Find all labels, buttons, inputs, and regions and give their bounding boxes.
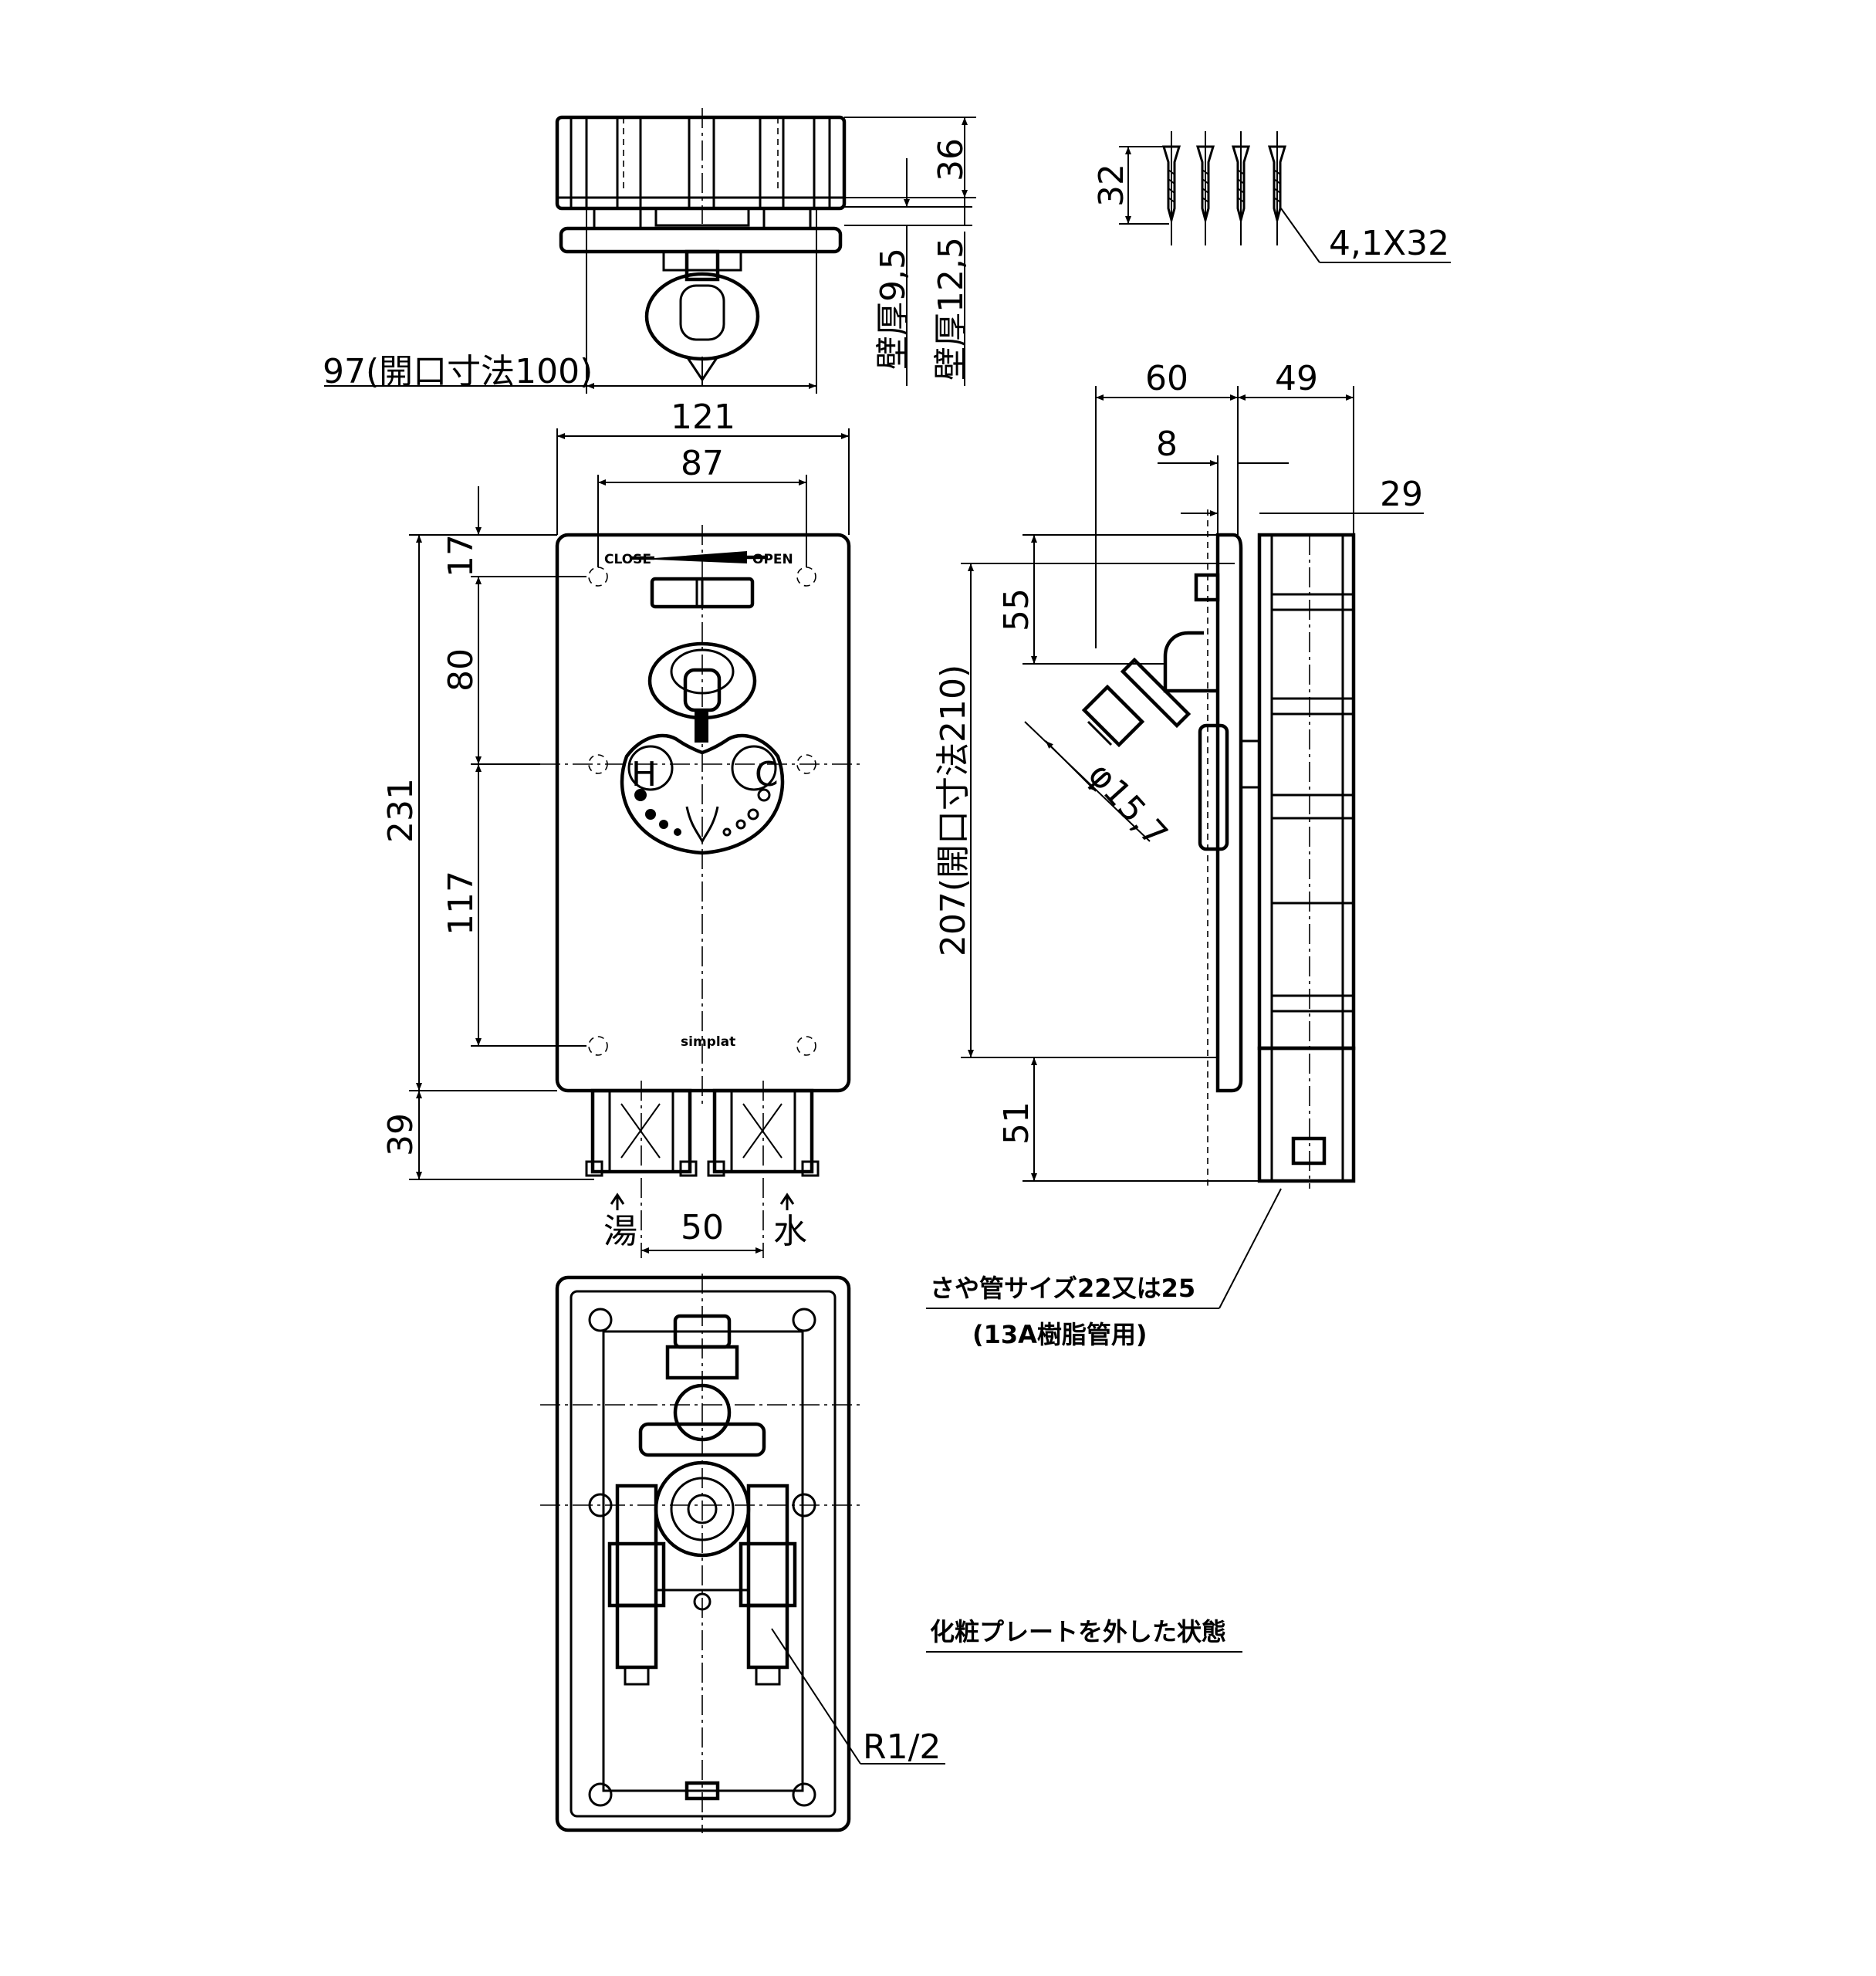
dim-117: 117	[441, 871, 481, 936]
rear-view	[540, 1274, 864, 1833]
dim-60: 60	[1145, 359, 1188, 398]
dim-17: 17	[441, 534, 481, 577]
hot-fitting	[585, 1081, 698, 1258]
note-resin-pipe: (13A樹脂管用)	[972, 1320, 1148, 1349]
dim-wall-12-5: 壁厚12,5	[931, 237, 971, 381]
brand-label: simplat	[681, 1034, 735, 1050]
dim-207: 207(開口寸法210)	[934, 665, 973, 956]
dim-51: 51	[997, 1101, 1036, 1145]
front-view-dimensions	[409, 428, 850, 1254]
top-view	[555, 108, 847, 386]
cold-label: 水	[773, 1212, 807, 1251]
screw-1	[1161, 131, 1181, 245]
side-view-dimensions	[926, 386, 1424, 1309]
top-view-dimensions	[324, 117, 976, 394]
note-plate-removed: 化粧プレートを外した状態	[930, 1617, 1226, 1646]
dim-231: 231	[381, 778, 421, 843]
open-label: OPEN	[752, 552, 793, 567]
hot-label: 湯	[603, 1212, 637, 1251]
dim-opening-97: 97(開口寸法100)	[323, 352, 593, 391]
front-view	[540, 525, 864, 1258]
cold-mark: C	[755, 755, 779, 794]
close-label: CLOSE	[604, 552, 651, 567]
dim-29: 29	[1380, 475, 1423, 514]
rear-screws	[588, 1308, 816, 1807]
screw-2	[1195, 131, 1215, 245]
dim-121: 121	[671, 398, 735, 437]
note-sheath-pipe: さや管サイズ22又は25	[930, 1274, 1195, 1303]
front-screw-marks	[588, 567, 816, 1056]
screw-spec: 4,1X32	[1329, 224, 1449, 263]
hot-mark: H	[631, 755, 657, 794]
side-view	[1081, 509, 1356, 1189]
dim-39: 39	[381, 1113, 421, 1156]
dim-49: 49	[1275, 359, 1318, 398]
dim-wall-9-5: 壁厚9,5	[874, 248, 913, 370]
screw-3	[1231, 131, 1251, 245]
dim-diameter: φ15,7	[1080, 755, 1175, 854]
screws	[1119, 131, 1451, 263]
cold-fitting	[707, 1081, 820, 1258]
dim-55: 55	[997, 588, 1036, 631]
dim-36: 36	[931, 138, 971, 181]
rear-view-leaders	[771, 1628, 1242, 1765]
screw-4	[1267, 131, 1287, 245]
note-thread: R1/2	[863, 1727, 941, 1767]
dim-80: 80	[441, 648, 481, 692]
dim-screw-32: 32	[1092, 164, 1131, 207]
dim-8: 8	[1156, 425, 1178, 464]
dim-50: 50	[681, 1208, 724, 1247]
dim-87: 87	[681, 444, 724, 483]
